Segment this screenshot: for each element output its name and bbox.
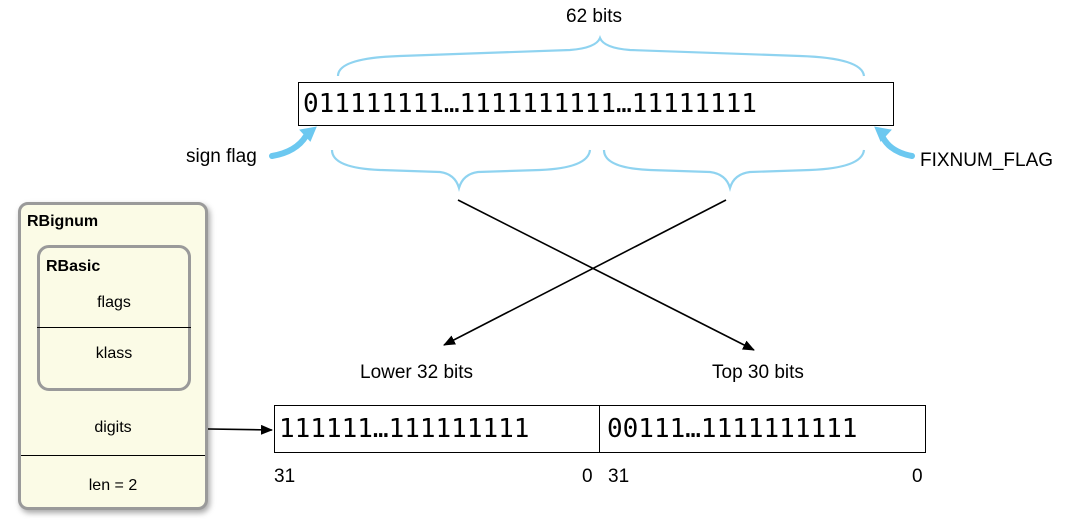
- top-brace: [336, 35, 866, 77]
- top-digit-bits: 00111…1111111111: [607, 414, 858, 444]
- rbignum-divider: [21, 455, 205, 456]
- top-30-bits-label: Top 30 bits: [712, 362, 804, 383]
- lower-bits-brace: [330, 149, 592, 192]
- rbasic-struct: RBasic flags klass: [37, 245, 191, 391]
- top-bits-brace: [602, 149, 866, 192]
- lower-bit-high-index: 31: [274, 466, 296, 487]
- lower-32-bits-label: Lower 32 bits: [360, 362, 474, 383]
- digits-field: digits: [94, 419, 132, 436]
- flags-field: flags: [97, 294, 131, 311]
- lower-bit-low-index: 0: [582, 466, 593, 487]
- rbasic-title: RBasic: [46, 258, 101, 275]
- fixnum-flag-arrow: [879, 133, 915, 159]
- fixnum-flag-label: FIXNUM_FLAG: [920, 150, 1054, 171]
- klass-field: klass: [95, 345, 133, 362]
- 62-bits-label: 62 bits: [566, 6, 622, 27]
- rbignum-struct: RBignum RBasic flags klass digits len = …: [18, 202, 208, 510]
- digit-divider: [599, 406, 600, 452]
- arrow-to-top-30: [457, 199, 755, 351]
- top-bit-high-index: 31: [608, 466, 630, 487]
- digits-array-box: 111111…111111111 00111…1111111111: [274, 405, 926, 453]
- sign-flag-arrow: [269, 133, 309, 159]
- len-field: len = 2: [88, 477, 138, 494]
- fixnum-bits-box: 011111111…1111111111…11111111: [298, 82, 894, 126]
- rbasic-divider: [37, 327, 191, 328]
- rbignum-title: RBignum: [27, 213, 99, 230]
- sign-flag-label: sign flag: [186, 146, 257, 167]
- fixnum-bits-value: 011111111…1111111111…11111111: [303, 89, 757, 119]
- arrow-to-lower-32: [443, 199, 727, 346]
- top-bit-low-index: 0: [912, 466, 923, 487]
- lower-digit-bits: 111111…111111111: [279, 414, 530, 444]
